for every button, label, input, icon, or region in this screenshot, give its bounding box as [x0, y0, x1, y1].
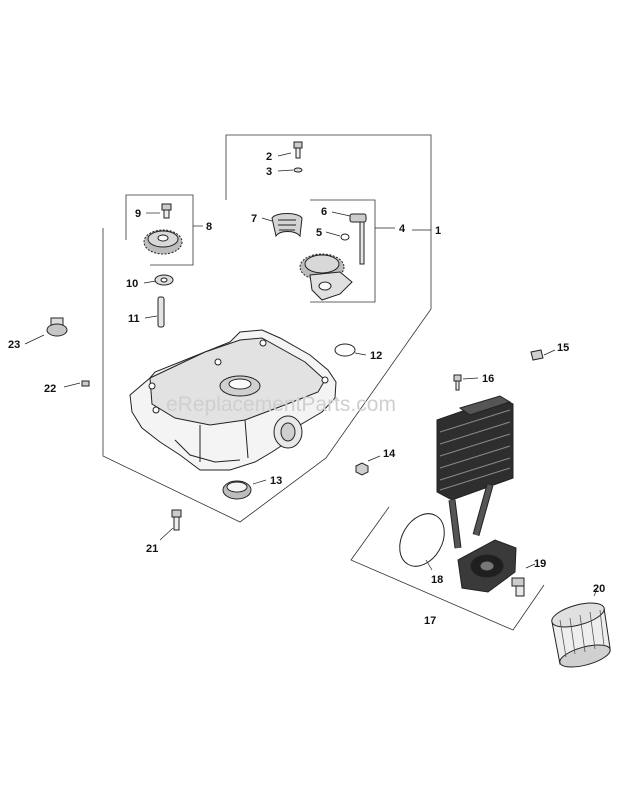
part-8-gear — [143, 229, 183, 255]
part-19-fitting — [511, 577, 525, 597]
part-6-shaft — [349, 213, 367, 265]
watermark-text: eReplacementParts.com — [166, 393, 396, 416]
oil-cooler-hoses — [448, 484, 494, 549]
part-13-seal — [222, 480, 252, 500]
part-14-nut — [355, 462, 369, 476]
callout-23: 23 — [8, 339, 20, 351]
callout-1: 1 — [435, 225, 441, 237]
part-22-plug — [81, 380, 90, 387]
part-4-oil-pump — [299, 253, 353, 301]
part-23-sensor — [46, 317, 68, 337]
callout-4: 4 — [399, 223, 406, 235]
part-16-bolt — [453, 374, 462, 391]
callout-21: 21 — [146, 543, 158, 555]
part-17-adapter-plate — [457, 539, 517, 593]
part-11-pin — [157, 296, 165, 328]
callout-7: 7 — [251, 213, 257, 225]
callout-15: 15 — [557, 342, 569, 354]
callout-14: 14 — [383, 448, 396, 460]
callout-8: 8 — [206, 221, 212, 233]
assembly-boundary-lines — [102, 134, 545, 631]
callout-9: 9 — [135, 208, 141, 220]
part-9-bolt — [161, 203, 172, 219]
part-2-bolt — [293, 141, 303, 159]
callout-5: 5 — [316, 227, 322, 239]
part-21-bolt — [171, 509, 182, 531]
part-12-o-ring — [334, 343, 356, 357]
callout-3: 3 — [266, 166, 272, 178]
callout-labels: 1 2 3 4 5 6 7 8 9 10 11 12 13 14 15 16 1… — [8, 151, 605, 627]
callout-18: 18 — [431, 574, 443, 586]
part-10-washer-hole — [160, 277, 168, 283]
leader-lines — [24, 152, 598, 597]
callout-22: 22 — [44, 383, 56, 395]
callout-13: 13 — [270, 475, 282, 487]
callout-17: 17 — [424, 615, 436, 627]
callout-2: 2 — [266, 151, 272, 163]
callout-6: 6 — [321, 206, 327, 218]
part-15-clip — [530, 349, 544, 361]
callout-20: 20 — [593, 583, 605, 595]
callout-10: 10 — [126, 278, 138, 290]
part-18-gasket — [399, 513, 445, 567]
callout-16: 16 — [482, 373, 494, 385]
part-20-oil-filter — [551, 602, 611, 668]
callout-12: 12 — [370, 350, 382, 362]
part-5-o-ring — [340, 233, 350, 241]
part-3-washer — [293, 167, 303, 173]
callout-19: 19 — [534, 558, 546, 570]
oil-pan-casting — [129, 329, 337, 471]
oil-cooler-radiator — [436, 395, 514, 501]
part-7-bearing-shell — [271, 213, 303, 238]
callout-11: 11 — [128, 313, 140, 325]
